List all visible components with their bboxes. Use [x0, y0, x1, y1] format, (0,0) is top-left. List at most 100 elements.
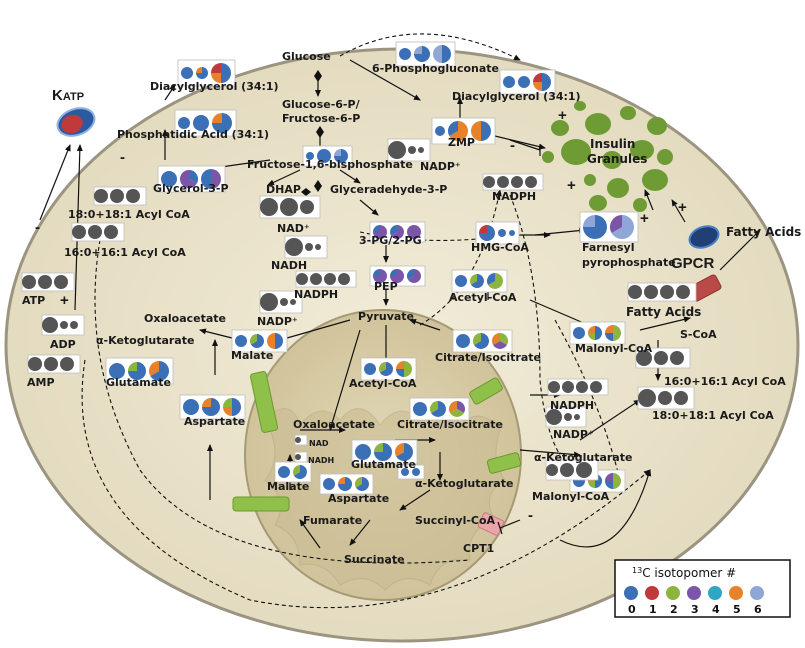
amp-dot-1 [44, 357, 58, 371]
acyl-181-left-dot-1 [110, 189, 124, 203]
minus-sign-cpt1: - [528, 507, 533, 524]
zmp-pie-1 [448, 121, 469, 141]
gpcr-label: GPCR [671, 255, 715, 272]
phosphogluconate-pie-2 [433, 45, 451, 63]
f16bp-label: Fructose-1,6-bisphosphate [247, 158, 413, 171]
acyl-181-right-dot-0 [638, 389, 656, 407]
plus-sign-gpcr: + [678, 199, 687, 216]
acyl-161-left-dot-0 [72, 225, 86, 239]
adp-dot-2 [70, 321, 78, 329]
phosphogluconate-label: 6-Phosphogluconate [372, 62, 499, 75]
insulin-granules [542, 101, 673, 212]
legend-title: 13C isotopomer # [632, 566, 736, 580]
nadh-mit-label: NADH [308, 456, 334, 465]
g6p-label-line1: Glucose-6-P/ [282, 98, 361, 111]
diacylglycerol-right-pie-0 [503, 76, 515, 88]
legend-swatch-1 [645, 586, 659, 600]
acyl-181-right-dot-2 [674, 391, 688, 405]
legend-number-3: 3 [691, 603, 699, 616]
nadph-mid-dot-3 [338, 273, 350, 285]
citrate-cyt-pie-1 [473, 333, 489, 349]
malate-cyt-pie-0 [235, 335, 247, 347]
diacylglycerol-left-pie-1 [196, 67, 208, 79]
citrate-mit-label: Citrate/Isocitrate [397, 418, 503, 431]
cpt1-label: CPT1 [463, 542, 494, 555]
glycerol-3-p-pie-1 [180, 170, 199, 188]
glutamate-mit-label: Glutamate [351, 458, 416, 471]
malonylcoa-top-pie-0 [573, 327, 585, 339]
pg-pie-1 [390, 225, 405, 240]
farnesyl-pie-1 [610, 215, 634, 240]
nadph-top-dot-3 [525, 176, 537, 188]
dhap-label: DHAP [266, 183, 301, 196]
zmp-label: ZMP [448, 136, 475, 149]
glutamate-cyt-pie-1 [128, 362, 146, 380]
aspartate-mit-pie-2 [355, 477, 369, 492]
adp-dot-1 [60, 321, 68, 329]
acyl-181-left-dot-2 [126, 189, 140, 203]
pg-pie-2 [407, 225, 421, 239]
citrate-cyt-pie-0 [456, 334, 470, 348]
hmgcoa-pie-1 [498, 229, 506, 237]
minus-sign-katp: - [120, 149, 125, 166]
farnesyl-pie-0 [583, 215, 607, 239]
nadph-mid-label: NADPH [294, 288, 338, 301]
nadp-mid-label: NADP⁺ [257, 315, 298, 328]
legend-number-2: 2 [670, 603, 678, 616]
nadh-label: NADH [271, 259, 307, 272]
katp-label: KATP [52, 87, 84, 104]
oxaloacetate-cyt-label: Oxaloacetate [144, 312, 226, 325]
nadp-mid-dot-1 [280, 298, 288, 306]
glutamate-cyt-pie-2 [149, 361, 169, 381]
fatty-acids-in-dot-3 [676, 285, 690, 299]
phosphatidic-acid-pie-2 [212, 113, 232, 133]
nadp-top-label: NADP⁺ [420, 160, 461, 173]
acyl-181-left-label: 18:0+18:1 Acyl CoA [68, 208, 190, 221]
plus-sign-nadph: + [567, 177, 576, 194]
acetylcoa-cyt-pie-1 [470, 274, 485, 289]
akg-cyt-label: α-Ketoglutarate [96, 334, 194, 347]
nad-dot-2 [300, 200, 314, 214]
ga3p-label: Glyceradehyde-3-P [330, 183, 447, 196]
acetylcoa-mit-pie-2 [396, 361, 412, 377]
aspartate-cyt-label: Aspartate [184, 415, 245, 428]
acetylcoa-mit-label: Acetyl-CoA [349, 377, 417, 390]
g6p-label-line2: Fructose-6-P [282, 112, 360, 125]
nadph-top-dot-0 [483, 176, 495, 188]
nadp-right-dot-1 [564, 413, 572, 421]
aspartate-cyt-pie-2 [223, 398, 241, 416]
nadph-top-dot-2 [511, 176, 523, 188]
hmgcoa-pie-2 [509, 230, 515, 236]
legend-swatch-0 [624, 586, 638, 600]
plus-sign-farnesyl: + [640, 210, 649, 227]
glutamate-cyt-label: Glutamate [106, 376, 171, 389]
pg-pie-0 [373, 225, 387, 239]
malonylcoa-top-pie-1 [588, 326, 602, 340]
nadph-right-dot-2 [576, 381, 588, 393]
adp-dot-0 [42, 317, 58, 333]
nadp-mid-dot-2 [290, 299, 296, 305]
legend-swatch-4 [708, 586, 722, 600]
acetylcoa-cyt-label: Acetyl-CoA [449, 291, 517, 304]
legend-swatch-6 [750, 586, 764, 600]
nadh-dot-0 [285, 238, 303, 256]
diacylglycerol-right-pie-1 [518, 76, 530, 88]
nadp-top-dot-2 [418, 147, 424, 153]
atp-dot-1 [38, 275, 52, 289]
malate-mit-label: Malate [267, 480, 309, 493]
glucose-label: Glucose [282, 50, 331, 63]
pg-label: 3-PG/2-PG [359, 234, 422, 247]
diacylglycerol-left-label: Diacylglycerol (34:1) [150, 80, 279, 93]
phosphogluconate-pie-0 [399, 48, 411, 60]
acyl-181-left-dot-0 [94, 189, 108, 203]
malate-cyt-pie-2 [267, 333, 283, 349]
glutamate-mit-pie-0 [355, 444, 371, 460]
aspartate-cyt-pie-0 [183, 399, 199, 415]
phosphatidic-acid-label: Phosphatidic Acid (34:1) [117, 128, 269, 141]
fumarate-label: Fumarate [303, 514, 362, 527]
nad-mit-label: NAD [309, 439, 329, 448]
